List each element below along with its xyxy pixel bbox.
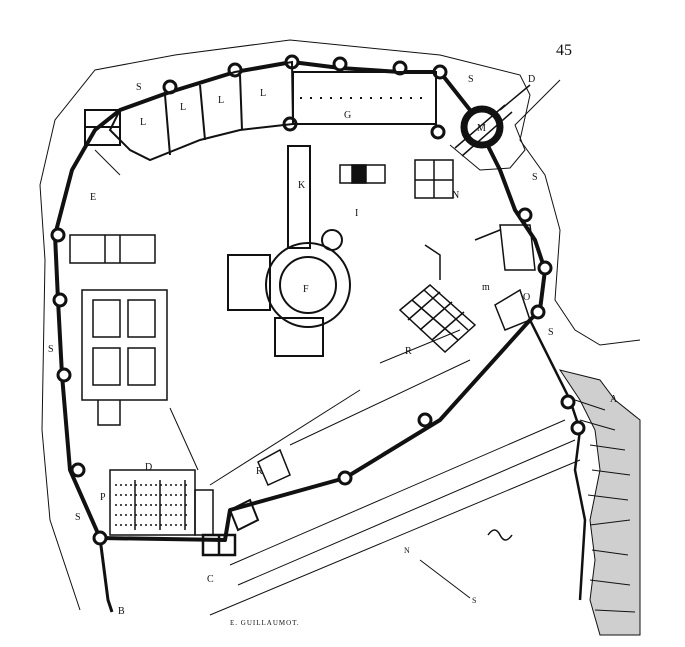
staircase-i (339, 164, 386, 184)
building-n (414, 159, 454, 199)
label-n: N (452, 190, 459, 201)
wall-towers (50, 54, 586, 546)
label-l-1: L (140, 117, 146, 128)
label-p: P (100, 492, 106, 503)
label-m: M (477, 123, 486, 134)
label-g: G (344, 110, 351, 121)
compass: N S (404, 546, 476, 605)
gate-c (201, 533, 237, 557)
east-outer-wall (528, 319, 587, 601)
label-a: A (610, 394, 618, 405)
interior-lines (169, 329, 471, 486)
east-buildings (424, 224, 536, 331)
small-building (257, 448, 291, 486)
label-s-west: S (48, 344, 54, 355)
label-s-southwest: S (75, 512, 81, 523)
label-l-2: L (180, 102, 186, 113)
donjon-bridge (454, 84, 531, 157)
label-s-east: S (532, 172, 538, 183)
label-o: O (523, 292, 530, 303)
label-d: D (528, 74, 535, 85)
garden (81, 289, 168, 426)
label-k: K (298, 180, 306, 191)
label-m-small: m (482, 282, 490, 293)
label-b: B (118, 606, 125, 617)
gate-tower (228, 498, 260, 532)
northwest-range (84, 60, 295, 176)
label-c: C (207, 574, 214, 585)
label-d-building: D (145, 462, 152, 473)
label-f: F (303, 284, 309, 295)
compass-north: N (404, 546, 410, 555)
page-number: 45 (556, 42, 572, 59)
great-hall (292, 71, 437, 125)
label-s-southeast: S (548, 327, 554, 338)
central-keep (227, 229, 351, 357)
outer-bailey-line (209, 419, 581, 616)
donjon-outline (449, 79, 561, 171)
label-l-3: L (218, 95, 224, 106)
wing-k (287, 145, 311, 249)
label-r: R (405, 346, 412, 357)
compass-south: S (472, 596, 476, 605)
label-s-northeast: S (468, 74, 474, 85)
label-i: I (355, 208, 358, 219)
credit-line: E. GUILLAUMOT. (230, 619, 300, 627)
label-r-small: R (256, 466, 263, 477)
river-bank (558, 369, 641, 636)
south-building (109, 469, 214, 536)
west-spur-wall (98, 537, 114, 613)
west-building (69, 234, 156, 264)
outer-terrain-line-west (39, 184, 81, 611)
river-hatch (574, 399, 636, 613)
building-r (398, 284, 477, 354)
plan-labels: A B C D E F G I K L L L L M N P D R R m … (48, 74, 618, 617)
label-e: E (90, 192, 96, 203)
label-s-north: S (136, 82, 142, 93)
outer-terrain-line (39, 39, 641, 346)
scale-mark (487, 529, 513, 541)
label-l-4: L (260, 88, 266, 99)
